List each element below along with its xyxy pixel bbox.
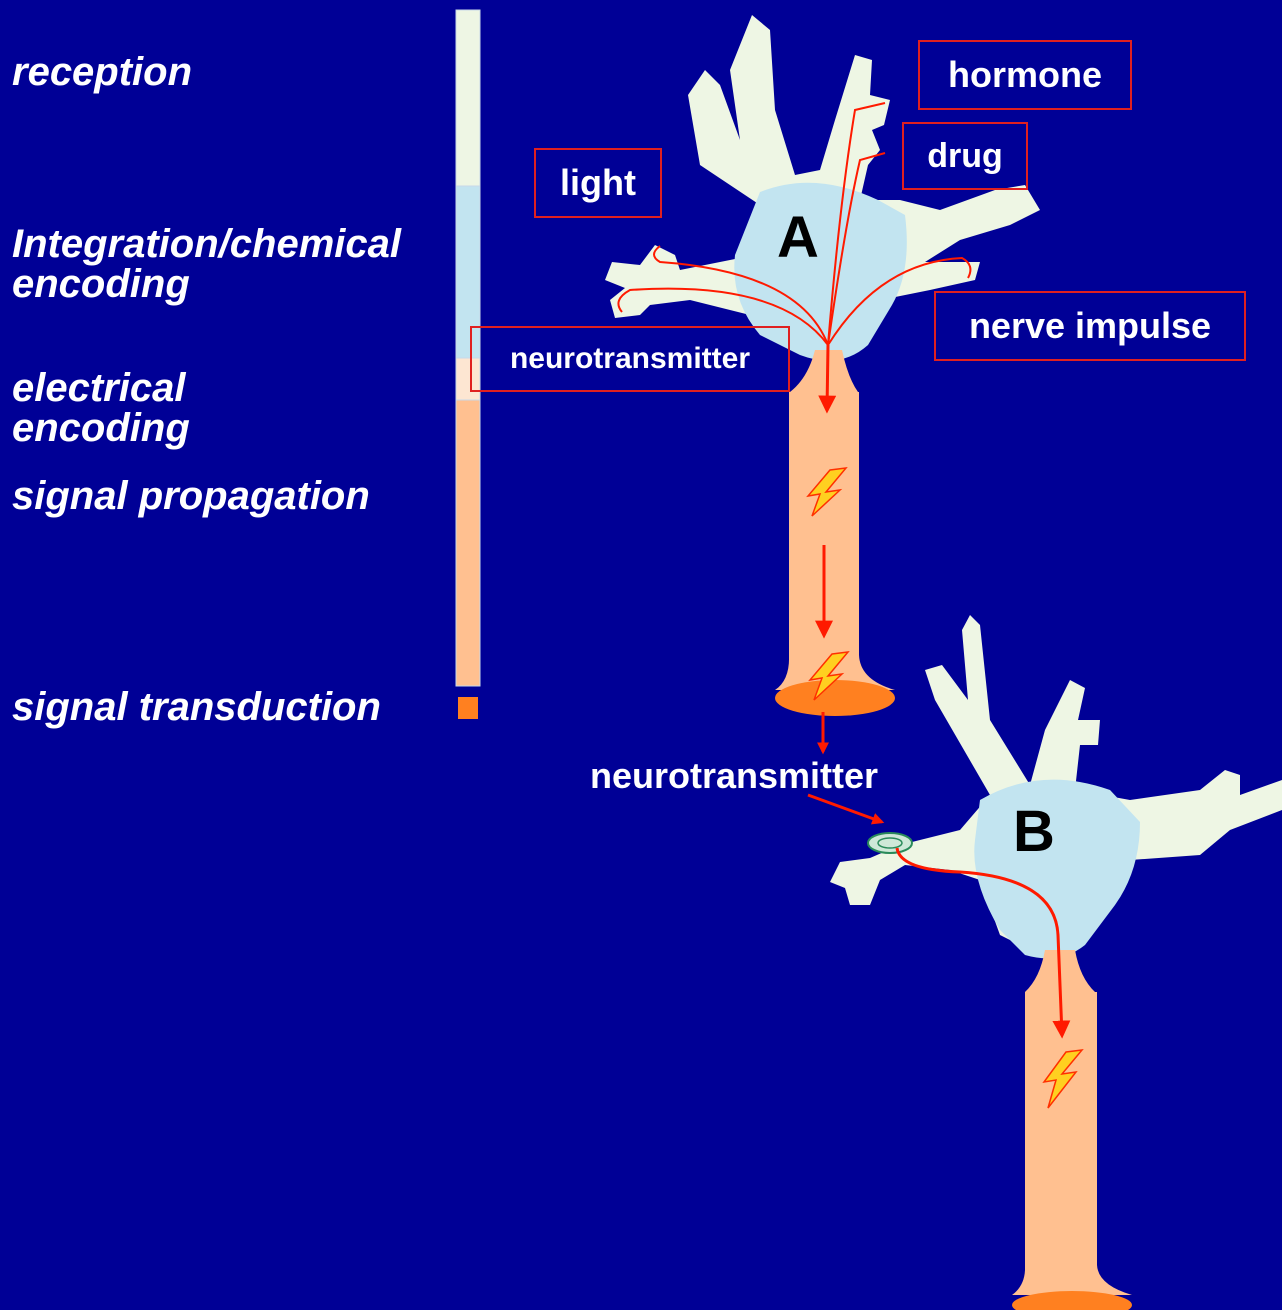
stage-label-reception: reception bbox=[12, 52, 192, 92]
neuron-a-terminal-bouton bbox=[775, 680, 895, 716]
neuron-b-axon bbox=[1025, 992, 1097, 1282]
stage-label-integration: Integration/chemical encoding bbox=[12, 224, 401, 304]
stimulus-box-nerve-impulse: nerve impulse bbox=[934, 291, 1246, 361]
stimulus-box-drug: drug bbox=[902, 122, 1028, 190]
stimulus-box-light: light bbox=[534, 148, 662, 218]
stimulus-box-hormone: hormone bbox=[918, 40, 1132, 110]
stage-label-propagation: signal propagation bbox=[12, 476, 370, 516]
stimulus-box-neurotransmitter: neurotransmitter bbox=[470, 326, 790, 392]
neuron-b bbox=[808, 615, 1282, 1310]
stage-label-transduction: signal transduction bbox=[12, 687, 381, 727]
synapse-neurotransmitter-label: neurotransmitter bbox=[590, 755, 878, 797]
receptor-icon bbox=[868, 833, 912, 853]
neuron-b-label: B bbox=[1013, 798, 1055, 865]
stage-label-electrical: electrical encoding bbox=[12, 368, 190, 448]
neuron-a-label: A bbox=[777, 204, 819, 271]
